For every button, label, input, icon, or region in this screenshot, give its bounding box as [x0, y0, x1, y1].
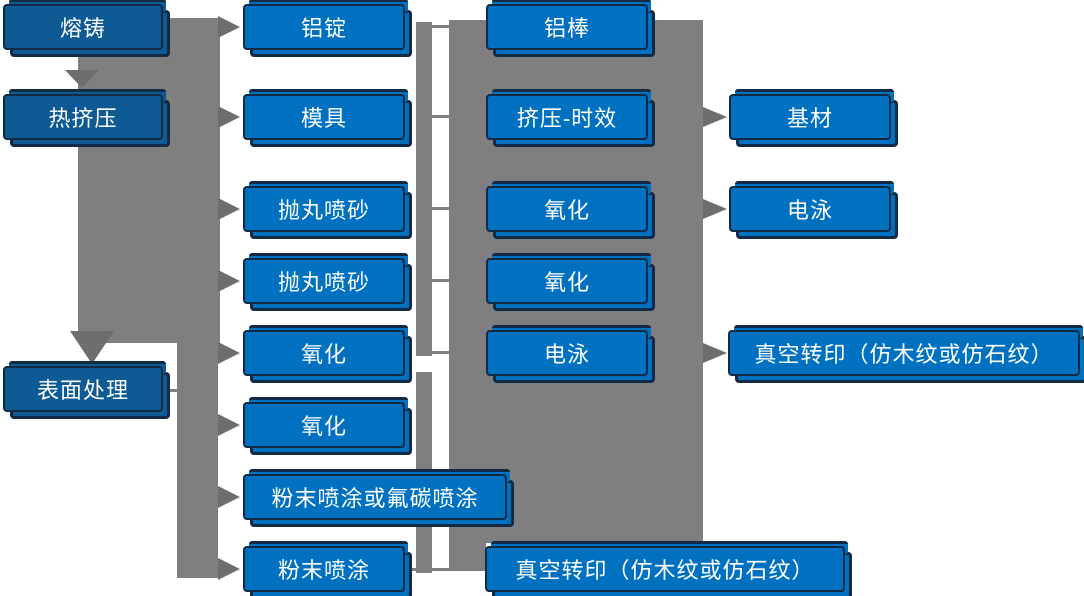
node-melting: 熔铸 [3, 0, 170, 57]
connector-main-band-right [163, 18, 220, 343]
node-aluminum-ingot: 铝锭 [243, 0, 412, 57]
node-shot-blasting-2: 抛丸喷砂 [243, 253, 412, 311]
connector-mid-strip-upper [416, 22, 432, 356]
arrow-to-base-material [703, 107, 727, 127]
node-label: 铝锭 [243, 4, 405, 50]
node-hot-extrusion: 热挤压 [3, 89, 170, 147]
tick-row-electrophoresis-1 [416, 351, 449, 354]
node-surface-treatment: 表面处理 [3, 361, 170, 419]
node-label: 真空转印（仿木纹或仿石纹） [728, 330, 1080, 376]
node-label: 粉末喷涂或氟碳喷涂 [243, 474, 507, 520]
arrow-to-powder-spraying [218, 558, 240, 580]
arrow-to-oxidation-2 [218, 414, 240, 436]
node-label: 真空转印（仿木纹或仿石纹） [485, 546, 845, 592]
tick-row-oxidation-4 [416, 279, 449, 282]
node-label: 氧化 [243, 402, 405, 448]
arrow-to-mold [218, 106, 240, 128]
node-powder-spraying: 粉末喷涂 [243, 541, 412, 596]
connector-hub-tab [449, 543, 486, 571]
node-aluminum-rod: 铝棒 [486, 0, 655, 57]
node-label: 热挤压 [3, 94, 163, 140]
node-label: 氧化 [486, 186, 648, 232]
node-electrophoresis-1: 电泳 [486, 325, 655, 383]
connector-surface-treatment-link [163, 389, 179, 392]
node-label: 熔铸 [3, 4, 163, 50]
node-oxidation-1: 氧化 [243, 325, 412, 383]
node-label: 挤压-时效 [486, 94, 648, 140]
node-oxidation-4: 氧化 [486, 253, 655, 311]
node-electrophoresis-2: 电泳 [729, 181, 898, 239]
arrow-down-to-hot-extrusion [65, 70, 99, 88]
node-base-material: 基材 [729, 89, 898, 147]
tick-row-aluminum-rod [416, 25, 449, 28]
node-vacuum-transfer-1: 真空转印（仿木纹或仿石纹） [485, 541, 852, 596]
node-label: 电泳 [486, 330, 648, 376]
arrow-to-electrophoresis-2 [703, 199, 727, 219]
node-mold: 模具 [243, 89, 412, 147]
arrow-to-oxidation-1 [218, 342, 240, 364]
node-label: 抛丸喷砂 [243, 186, 405, 232]
node-label: 表面处理 [3, 366, 163, 412]
node-label: 电泳 [729, 186, 891, 232]
tick-row-vacuum-transfer-1 [406, 568, 487, 571]
node-label: 粉末喷涂 [243, 546, 405, 592]
arrow-down-to-surface-treatment [70, 331, 114, 364]
connector-lower-strip [177, 343, 218, 578]
node-label: 氧化 [486, 258, 648, 304]
arrow-to-vacuum-transfer-2 [703, 343, 727, 363]
node-label: 模具 [243, 94, 405, 140]
node-label: 氧化 [243, 330, 405, 376]
node-oxidation-2: 氧化 [243, 397, 412, 455]
node-shot-blasting-1: 抛丸喷砂 [243, 181, 412, 239]
tick-row-extrusion-aging [416, 115, 449, 118]
node-oxidation-3: 氧化 [486, 181, 655, 239]
arrow-to-powder-fluorocarbon [218, 486, 240, 508]
node-vacuum-transfer-2: 真空转印（仿木纹或仿石纹） [728, 325, 1084, 383]
tick-row-oxidation-3 [416, 207, 449, 210]
node-powder-fluorocarbon-spraying: 粉末喷涂或氟碳喷涂 [243, 469, 514, 527]
node-extrusion-aging: 挤压-时效 [486, 89, 655, 147]
arrow-to-shot-blasting-2 [218, 270, 240, 292]
arrow-to-shot-blasting-1 [218, 198, 240, 220]
node-label: 铝棒 [486, 4, 648, 50]
node-label: 基材 [729, 94, 891, 140]
node-label: 抛丸喷砂 [243, 258, 405, 304]
arrow-to-aluminum-ingot [218, 16, 240, 38]
